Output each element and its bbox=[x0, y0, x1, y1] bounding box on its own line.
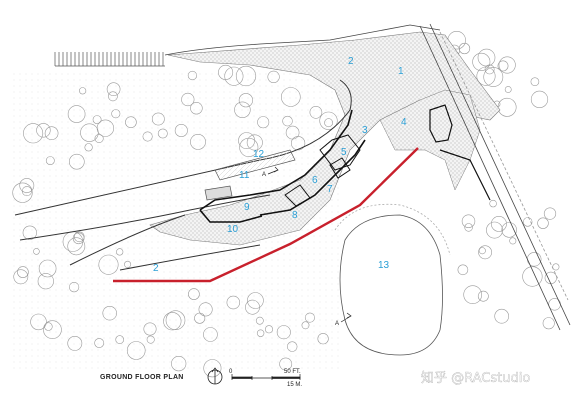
label-10: 10 bbox=[227, 224, 239, 235]
section-mark-lower: A bbox=[335, 312, 352, 327]
plan-title-block: GROUND FLOOR PLAN 0 50 FT. 15 M. bbox=[100, 367, 302, 388]
label-2-top: 2 bbox=[348, 56, 354, 67]
scale-bar bbox=[231, 374, 301, 380]
north-arrow-icon bbox=[207, 367, 223, 385]
plan-title: GROUND FLOOR PLAN bbox=[100, 374, 184, 381]
svg-text:知乎 @RACstudio: 知乎 @RACstudio bbox=[421, 370, 530, 386]
label-6: 6 bbox=[312, 175, 318, 186]
watermark: 知乎 @RACstudio bbox=[421, 370, 531, 386]
section-mark-upper: A bbox=[262, 166, 279, 178]
label-9: 9 bbox=[244, 202, 250, 213]
label-4: 4 bbox=[401, 117, 407, 128]
label-5: 5 bbox=[341, 147, 347, 158]
label-11: 11 bbox=[239, 170, 250, 181]
svg-text:A: A bbox=[335, 321, 339, 327]
road-edge bbox=[164, 23, 571, 331]
label-7: 7 bbox=[327, 184, 333, 195]
building-footprint bbox=[199, 104, 491, 223]
fence-line bbox=[54, 52, 165, 67]
walkway-strip bbox=[204, 149, 296, 201]
scale-m: 15 M. bbox=[287, 382, 302, 388]
label-13: 13 bbox=[378, 260, 390, 271]
svg-text:A: A bbox=[262, 172, 266, 178]
space-labels: 1 2 3 4 5 6 7 8 9 10 11 12 2 13 bbox=[153, 56, 407, 274]
label-2-bottom: 2 bbox=[153, 263, 159, 274]
label-12: 12 bbox=[253, 149, 265, 160]
label-8: 8 bbox=[292, 210, 298, 221]
scale-ft: 50 FT. bbox=[284, 369, 301, 375]
pond-outline bbox=[334, 203, 451, 356]
red-pathway bbox=[113, 147, 419, 283]
label-3: 3 bbox=[362, 125, 368, 136]
scale-zero: 0 bbox=[229, 369, 233, 375]
label-1: 1 bbox=[398, 66, 404, 77]
